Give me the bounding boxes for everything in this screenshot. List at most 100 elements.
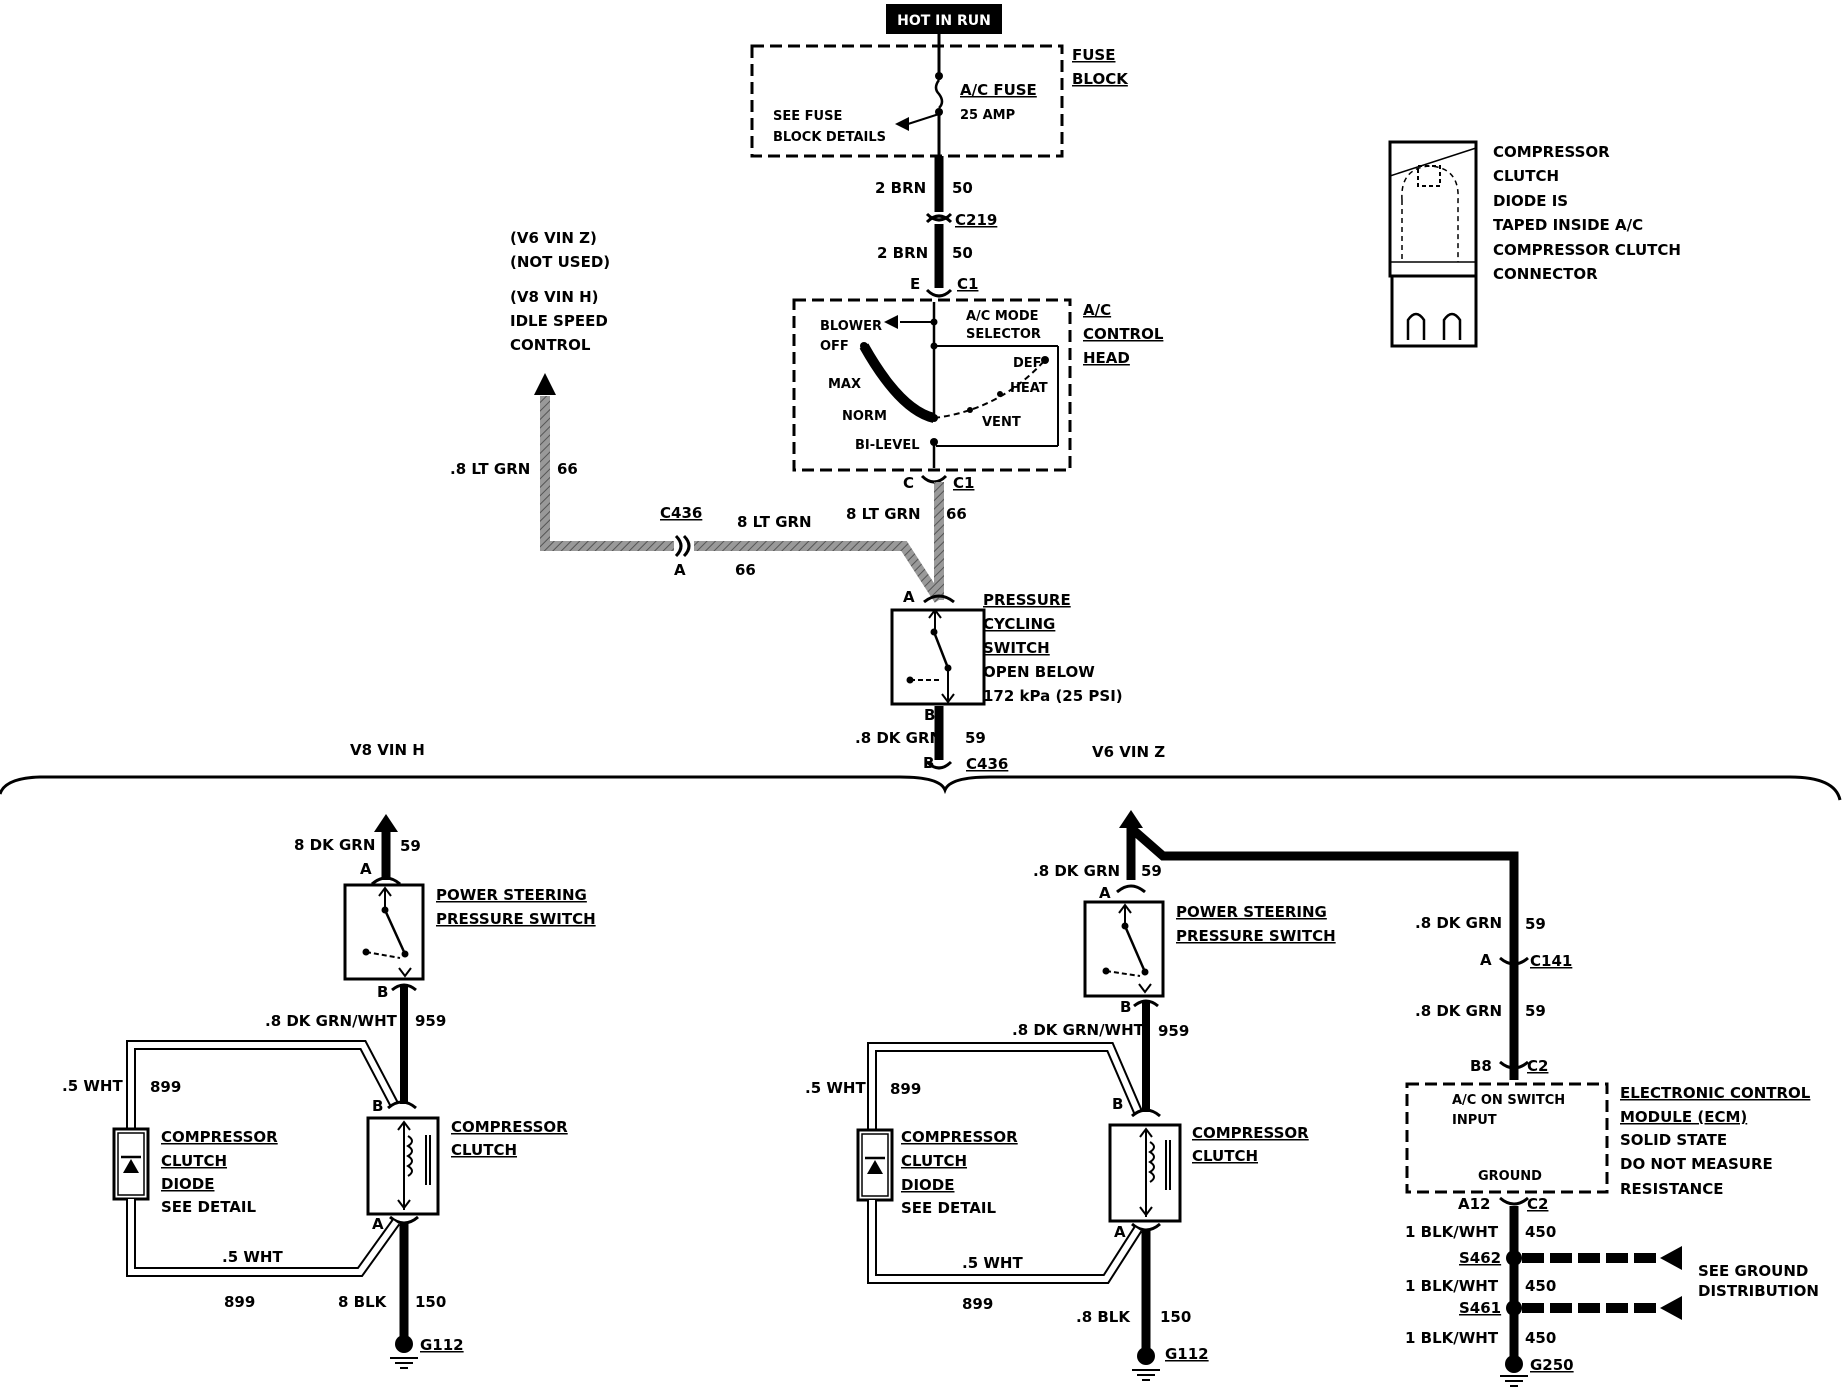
ac-fuse-rating: 25 AMP	[960, 108, 1015, 123]
mid-wire-color-a: 8 LT GRN	[737, 513, 812, 531]
idle-line-5: CONTROL	[510, 336, 591, 354]
ecm-w1-color: .8 DK GRN	[1415, 914, 1502, 932]
idle-speed-branch: (V6 VIN Z) (NOT USED) (V8 VIN H) IDLE SP…	[450, 229, 967, 603]
c436-mid: C436	[660, 504, 702, 522]
vent-label: VENT	[982, 415, 1021, 430]
detail-line-2: CLUTCH	[1493, 167, 1559, 185]
ecm-w2-color: .8 DK GRN	[1415, 1002, 1502, 1020]
blower-label: BLOWER	[820, 319, 882, 334]
pcs-note-2: 172 kPa (25 PSI)	[983, 687, 1123, 705]
pcs-wire-circuit: 59	[965, 729, 986, 747]
left-ps-pin-a: A	[360, 860, 372, 878]
see-fuse-1: SEE FUSE	[773, 109, 842, 124]
detail-line-3: DIODE IS	[1493, 192, 1568, 210]
ecm-c2-top: C2	[1527, 1057, 1548, 1075]
right-top-arrow-icon	[1119, 810, 1143, 828]
ecm-pin-a: A	[1480, 951, 1492, 969]
left-clutch-title-1: COMPRESSOR	[451, 1118, 568, 1136]
left-circuit: 8 DK GRN 59 A POWER STEERING PRESSURE SW…	[62, 814, 596, 1369]
right-clutch-title-2: CLUTCH	[1192, 1147, 1258, 1165]
ecm-w1-circuit: 59	[1525, 915, 1546, 933]
right-ps-title-2: PRESSURE SWITCH	[1176, 927, 1336, 945]
ecm-g1-circuit: 450	[1525, 1223, 1556, 1241]
right-circuit: .8 DK GRN 59 A POWER STEERING PRESSURE S…	[805, 810, 1519, 1381]
right-ps-pin-b: B	[1120, 998, 1131, 1016]
hot-in-run-box	[886, 4, 1002, 34]
ecm-section: .8 DK GRN 59 A C141 .8 DK GRN 59 B8 C2 A…	[1405, 860, 1819, 1387]
s461-label: S461	[1459, 1299, 1501, 1317]
right-blk-color: .8 BLK	[1076, 1308, 1131, 1326]
right-wht-bottom: .5 WHT	[962, 1254, 1023, 1272]
detail-line-5: COMPRESSOR CLUTCH	[1493, 241, 1681, 259]
right-ground-icon	[1132, 1369, 1160, 1381]
control-head-title-2: CONTROL	[1083, 325, 1164, 343]
top-wire-color-1: 2 BRN	[875, 179, 926, 197]
top-wire: 2 BRN 50 C219 2 BRN 50 E C1	[875, 156, 997, 298]
left-ground-label: G112	[420, 1336, 464, 1354]
ac-fuse-name: A/C FUSE	[960, 81, 1037, 99]
ecm-title-2: MODULE (ECM)	[1620, 1108, 1747, 1126]
left-top-wire-circuit: 59	[400, 837, 421, 855]
see-ground-1: SEE GROUND	[1698, 1262, 1808, 1280]
fuse-block-title-1: FUSE	[1072, 46, 1115, 64]
idle-line-3: (V8 VIN H)	[510, 288, 599, 306]
left-ps-pin-b: B	[377, 983, 388, 1001]
right-diode-3: DIODE	[901, 1176, 954, 1194]
ecm-title-4: DO NOT MEASURE	[1620, 1155, 1773, 1173]
right-clutch-pin-b: B	[1112, 1095, 1123, 1113]
right-top-wire-color: .8 DK GRN	[1033, 862, 1120, 880]
pcs-pin-a: A	[903, 588, 915, 606]
see-fuse-2: BLOCK DETAILS	[773, 130, 886, 145]
mode-selector-2: SELECTOR	[966, 327, 1041, 342]
max-label: MAX	[828, 377, 861, 392]
ecm-title-5: RESISTANCE	[1620, 1180, 1723, 1198]
right-mid-wire-color: .8 DK GRN/WHT	[1012, 1021, 1145, 1039]
pin-e: E	[910, 275, 920, 293]
left-ps-title-1: POWER STEERING	[436, 886, 587, 904]
ecm-title-3: SOLID STATE	[1620, 1131, 1727, 1149]
c436-pin-a: A	[674, 561, 686, 579]
c1-bottom: C1	[953, 474, 974, 492]
right-ps-title-1: POWER STEERING	[1176, 903, 1327, 921]
control-head-title-3: HEAD	[1083, 349, 1130, 367]
s462-label: S462	[1459, 1249, 1501, 1267]
left-wht-circuit: 899	[150, 1078, 181, 1096]
left-clutch-title-2: CLUTCH	[451, 1141, 517, 1159]
ecm-w2-circuit: 59	[1525, 1002, 1546, 1020]
ecm-g2-color: 1 BLK/WHT	[1405, 1277, 1499, 1295]
ecm-g3-color: 1 BLK/WHT	[1405, 1329, 1499, 1347]
left-mid-wire-circuit: 959	[415, 1012, 446, 1030]
g250-label: G250	[1530, 1356, 1574, 1374]
pin-c: C	[903, 474, 914, 492]
fuse-block-title-2: BLOCK	[1072, 70, 1129, 88]
fuse-block: FUSE BLOCK A/C FUSE 25 AMP SEE FUSE BLOC…	[750, 34, 1129, 185]
off-label: OFF	[820, 339, 849, 354]
right-clutch-title-1: COMPRESSOR	[1192, 1124, 1309, 1142]
def-label: DEF	[1013, 356, 1042, 371]
hot-in-run-label: HOT IN RUN	[897, 13, 991, 29]
left-ground-icon	[390, 1357, 418, 1369]
mid-wire-circuit-b: 66	[946, 505, 967, 523]
ecm-g3-circuit: 450	[1525, 1329, 1556, 1347]
ecm-a12: A12	[1458, 1195, 1490, 1213]
top-wire-circuit-2: 50	[952, 244, 973, 262]
left-wht-bottom: .5 WHT	[222, 1248, 283, 1266]
right-ps-pin-a: A	[1099, 884, 1111, 902]
detail-line-4: TAPED INSIDE A/C	[1493, 216, 1643, 234]
c1-top: C1	[957, 275, 978, 293]
bilevel-label: BI-LEVEL	[855, 438, 920, 453]
c219-label: C219	[955, 211, 997, 229]
ecm-input-2: INPUT	[1452, 1113, 1497, 1128]
top-wire-color-2: 2 BRN	[877, 244, 928, 262]
left-blk-circuit: 150	[415, 1293, 446, 1311]
left-ps-title-2: PRESSURE SWITCH	[436, 910, 596, 928]
pcs-conn: C436	[966, 755, 1008, 773]
ecm-g2-circuit: 450	[1525, 1277, 1556, 1295]
ecm-b8: B8	[1470, 1057, 1492, 1075]
left-clutch-pin-a: A	[372, 1215, 384, 1233]
right-diode-4: SEE DETAIL	[901, 1199, 996, 1217]
c141-label: C141	[1530, 952, 1572, 970]
right-mid-wire-circuit: 959	[1158, 1022, 1189, 1040]
idle-line-1: (V6 VIN Z)	[510, 229, 597, 247]
left-wht-top: .5 WHT	[62, 1077, 123, 1095]
